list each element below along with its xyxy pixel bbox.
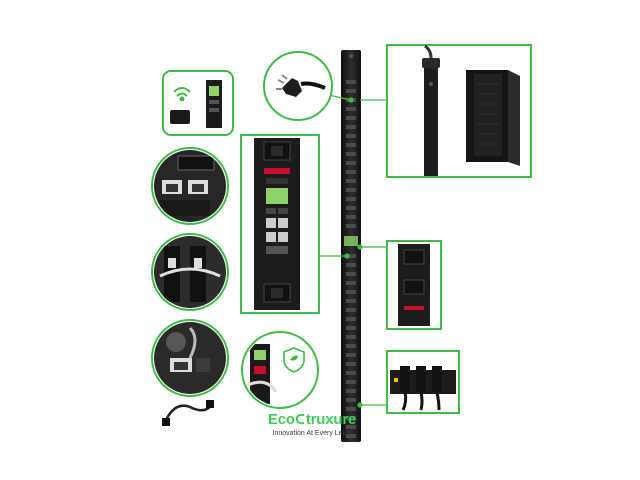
outlet-slot [346, 125, 356, 129]
outlet-slot [346, 326, 356, 330]
ethernet-callout [150, 318, 230, 398]
outlet-slot [346, 344, 356, 348]
network-ports-callout [150, 146, 230, 226]
outlet-slot [346, 335, 356, 339]
outlet-slot [346, 170, 356, 174]
outlet-slot [346, 299, 356, 303]
outlet-slot [346, 197, 356, 201]
outlet-slot [346, 161, 356, 165]
energy-callout [240, 330, 320, 410]
outlet-slot [346, 116, 356, 120]
outlet-slot [346, 308, 356, 312]
ecostruxure-logo: Eco truxure Innovation At Every Level [252, 412, 372, 452]
outlet-slot [346, 263, 356, 267]
pdu-detail-panel [240, 134, 320, 314]
outlet-slot [346, 179, 356, 183]
network-cable-icon [160, 396, 216, 430]
outlet-slot [346, 281, 356, 285]
outlet-slot [346, 188, 356, 192]
wifi-icon [173, 87, 191, 102]
logo-name-prefix: Eco [267, 411, 295, 428]
outlet-slot [346, 425, 356, 429]
outlet-slot [346, 107, 356, 111]
outlet-slot [346, 317, 356, 321]
outlet-slot [346, 371, 356, 375]
logo-tagline: Innovation At Every Level [272, 430, 352, 437]
outlet-slot [346, 215, 356, 219]
outlet-slot [346, 407, 356, 411]
outlet-slot [346, 353, 356, 357]
outlet-slot [346, 152, 356, 156]
power-plug-icon [276, 74, 326, 97]
outlet-slot [346, 254, 356, 258]
outlet-slot [346, 206, 356, 210]
wireless-module-callout [162, 70, 234, 136]
outlet-slot [346, 89, 356, 93]
locking-outlets-callout [386, 350, 460, 414]
outlet-slot [346, 398, 356, 402]
outlet-slot [346, 362, 356, 366]
outlet-slot [346, 434, 356, 438]
outlet-slot [346, 416, 356, 420]
outlet-slot [346, 143, 356, 147]
pdu-main-strip [340, 50, 362, 442]
outlet-slot [346, 80, 356, 84]
logo-mark-icon [295, 413, 306, 425]
outlet-slot [346, 290, 356, 294]
outlet-detail-callout [386, 240, 442, 330]
outlet-slot [346, 389, 356, 393]
leaf-shield-icon [283, 347, 305, 373]
outlet-slot [346, 380, 356, 384]
outlet-slot [346, 224, 356, 228]
logo-name-suffix: truxure [305, 411, 357, 428]
cable-retention-callout [150, 232, 230, 312]
power-plug-callout [262, 50, 334, 122]
rack-mount-callout [386, 44, 532, 178]
outlet-slot [346, 134, 356, 138]
outlet-slot [346, 272, 356, 276]
